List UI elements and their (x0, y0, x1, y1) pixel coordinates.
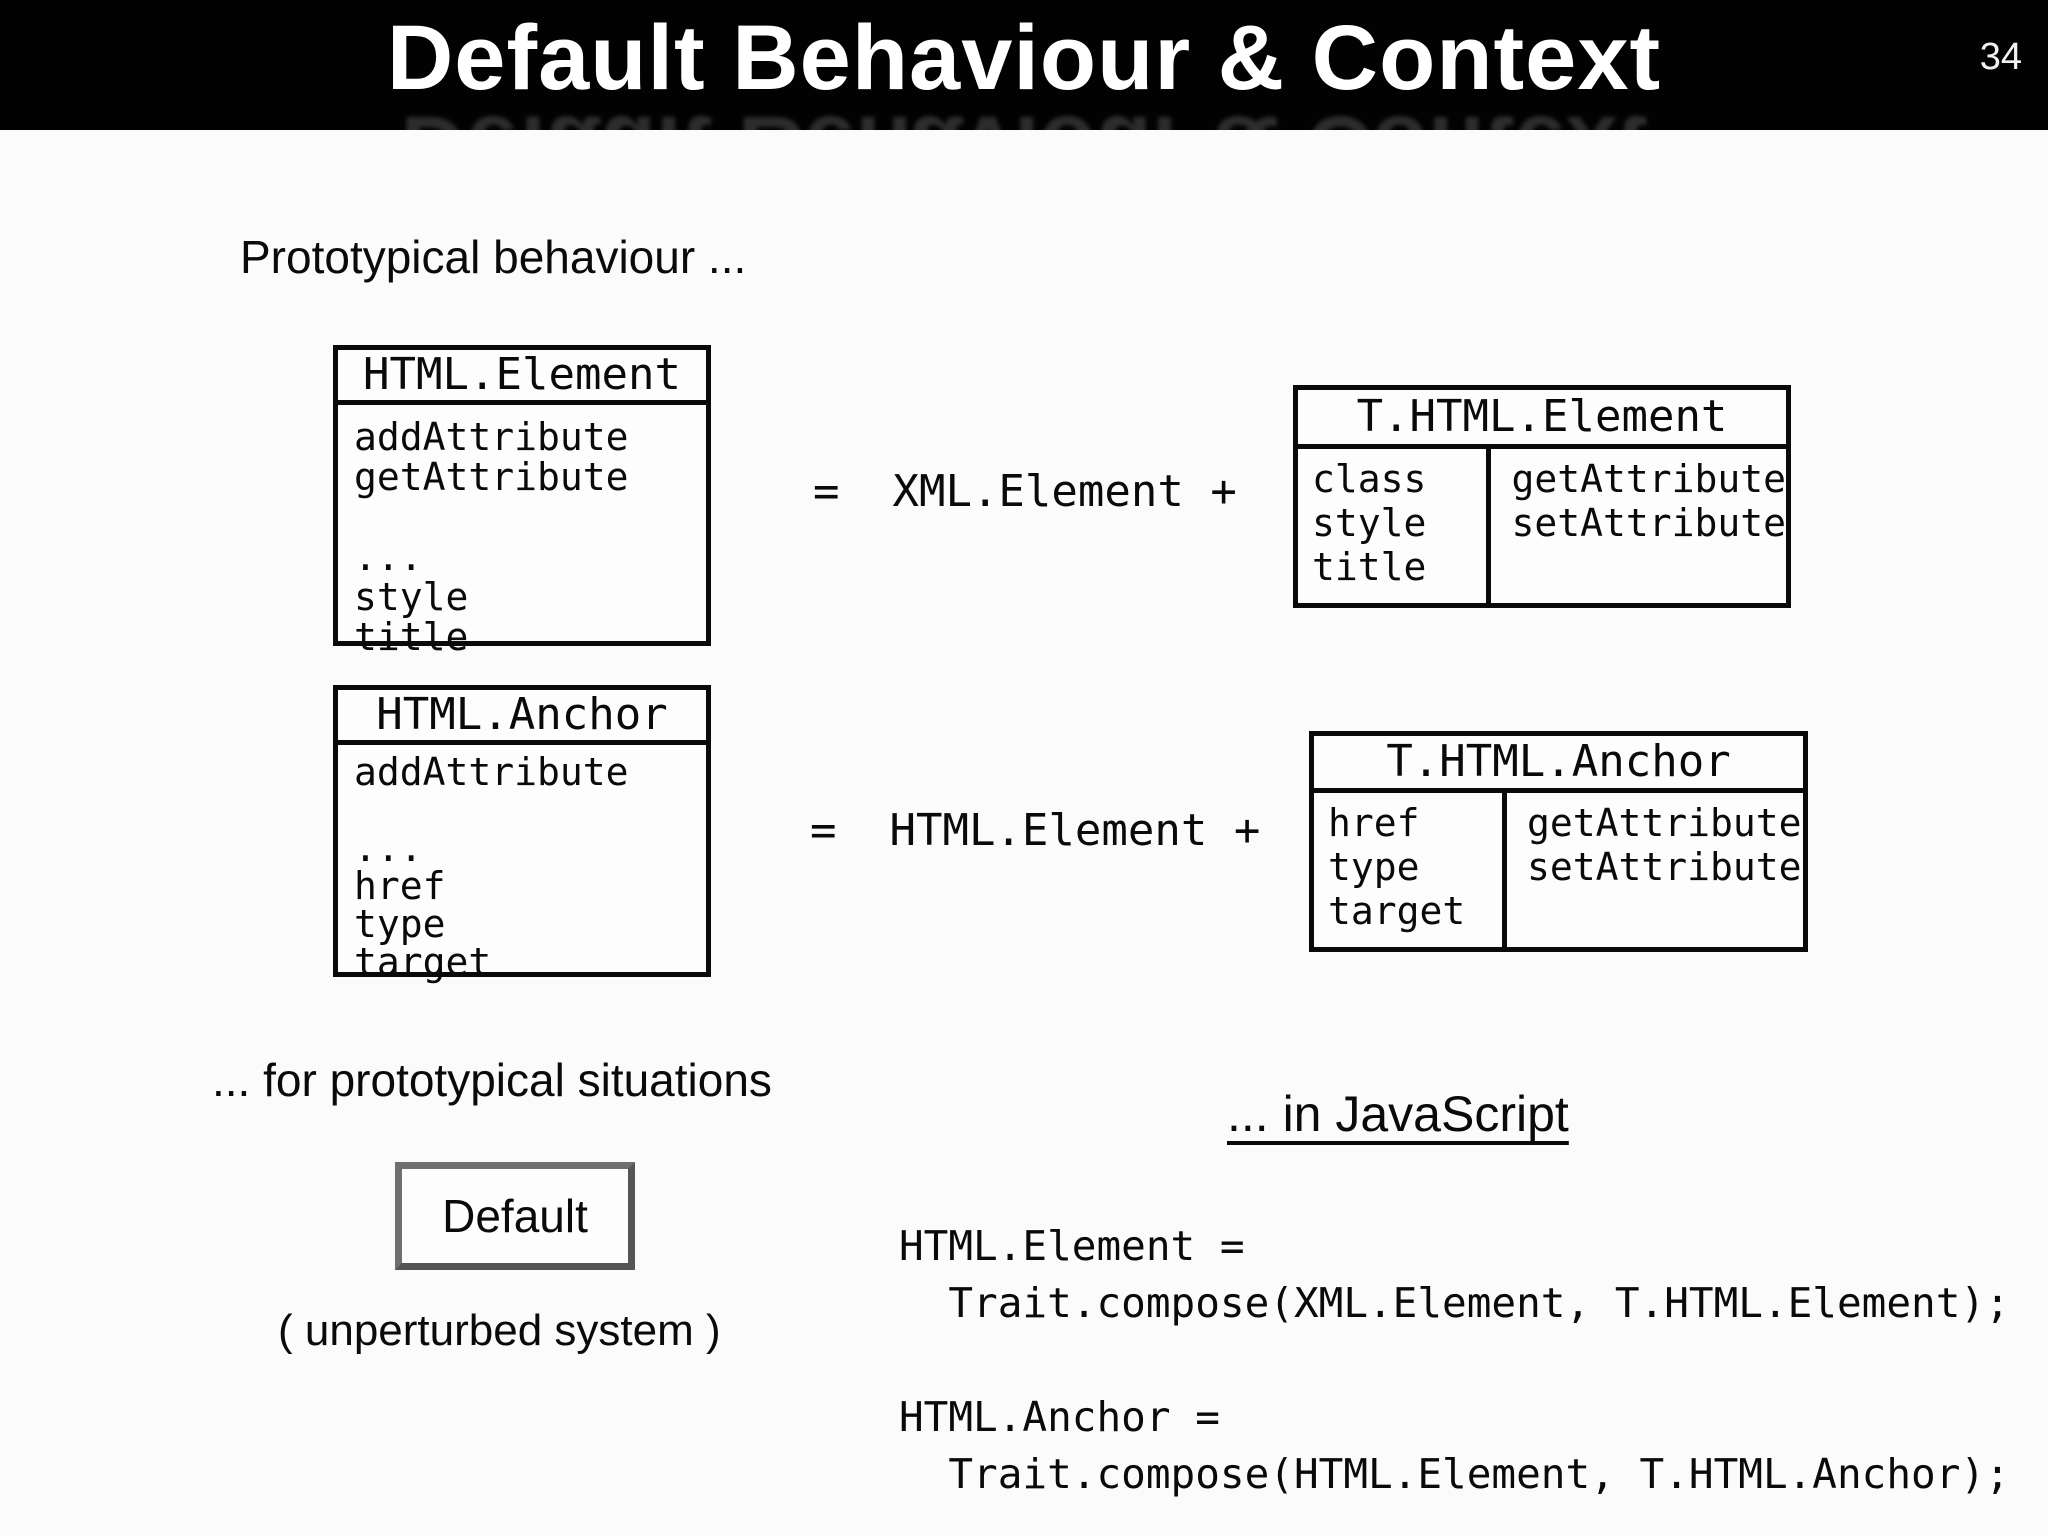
slide-number: 34 (1979, 36, 2022, 78)
trait-box-t-html-element: T.HTML.Element class style title getAttr… (1293, 385, 1791, 608)
equation-html-element-plus: = HTML.Element + (810, 805, 1261, 856)
default-box: Default (395, 1162, 635, 1270)
member-row: getAttribute (354, 455, 629, 499)
equation-xml-element-plus: = XML.Element + (813, 466, 1237, 517)
trait-row: setAttribute (1511, 501, 1786, 545)
trait-row: title (1312, 545, 1427, 589)
class-box-html-element: HTML.Element addAttribute getAttribute .… (333, 345, 711, 657)
member-row: ... (354, 826, 423, 870)
label-unperturbed-system: ( unperturbed system ) (278, 1306, 721, 1355)
label-prototypical-behaviour: Prototypical behaviour ... (240, 231, 747, 283)
class-box-html-anchor: HTML.Anchor addAttribute ... href type t… (333, 685, 711, 981)
class-box-title: HTML.Element (338, 350, 706, 405)
member-row: type (354, 902, 446, 946)
trait-box-provided-column: getAttribute setAttribute (1507, 793, 1803, 947)
code-line (899, 1332, 2010, 1389)
member-row: title (354, 615, 469, 659)
code-line: Trait.compose(HTML.Element, T.HTML.Ancho… (899, 1450, 2010, 1498)
class-box-member-list: addAttribute getAttribute ... style titl… (338, 405, 706, 657)
member-row: addAttribute (354, 750, 629, 794)
code-line: HTML.Element = (899, 1222, 1245, 1270)
member-row: style (354, 575, 469, 619)
member-row: ... (354, 535, 423, 579)
trait-row: class (1312, 457, 1427, 501)
code-line: HTML.Anchor = (899, 1393, 1220, 1441)
trait-row: getAttribute (1511, 457, 1786, 501)
trait-row: target (1328, 889, 1466, 933)
trait-row: href (1328, 801, 1420, 845)
trait-box-columns: href type target getAttribute setAttribu… (1314, 793, 1803, 947)
trait-box-provided-column: getAttribute setAttribute (1491, 449, 1786, 603)
label-in-javascript: ... in JavaScript (1227, 1086, 1569, 1142)
code-line: Trait.compose(XML.Element, T.HTML.Elemen… (899, 1279, 2010, 1327)
trait-box-title: T.HTML.Element (1298, 390, 1786, 449)
title-bar: Default Behaviour & Context Default Beha… (0, 0, 2048, 130)
class-box-member-list: addAttribute ... href type target (338, 745, 706, 981)
label-prototypical-situations: ... for prototypical situations (212, 1054, 772, 1106)
default-box-label: Default (442, 1190, 588, 1242)
member-row: href (354, 864, 446, 908)
class-box-title: HTML.Anchor (338, 690, 706, 745)
trait-row: style (1312, 501, 1427, 545)
code-block: HTML.Element = Trait.compose(XML.Element… (899, 1218, 2010, 1503)
page-title: Default Behaviour & Context (386, 7, 1662, 109)
trait-row: setAttribute (1527, 845, 1802, 889)
trait-box-required-column: href type target (1314, 793, 1507, 947)
trait-box-required-column: class style title (1298, 449, 1492, 603)
member-row: target (354, 940, 492, 984)
trait-row: getAttribute (1527, 801, 1802, 845)
trait-box-title: T.HTML.Anchor (1314, 736, 1803, 793)
member-row (354, 791, 706, 829)
member-row (354, 497, 706, 537)
trait-box-t-html-anchor: T.HTML.Anchor href type target getAttrib… (1309, 731, 1808, 952)
member-row: addAttribute (354, 415, 629, 459)
trait-box-columns: class style title getAttribute setAttrib… (1298, 449, 1786, 603)
trait-row: type (1328, 845, 1420, 889)
